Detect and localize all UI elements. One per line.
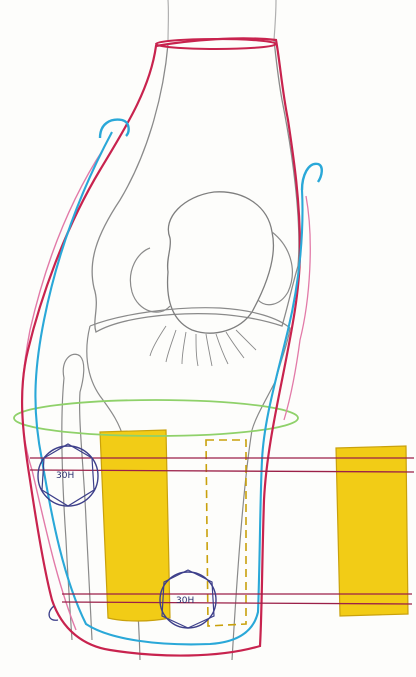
patella-outline (168, 192, 274, 333)
cyan-hook-right (302, 164, 322, 190)
condyle-right-outline (258, 232, 292, 305)
tibia-shaft-right-line (232, 430, 252, 660)
dashed-insert (206, 440, 246, 626)
femur-shaft-right-line (274, 0, 276, 40)
fastener-upper-left: 30H (38, 444, 98, 506)
femur-outline (92, 40, 299, 332)
tibia-plateau-outline (90, 308, 290, 430)
fastener-label-upper: 30H (56, 471, 74, 481)
tibia-left-outline (87, 326, 124, 440)
fastener-label-lower: 30H (176, 596, 194, 606)
condyle-left-outline (130, 248, 170, 312)
joint-fringe (150, 326, 256, 366)
tissue-line-right (284, 196, 310, 420)
fibula-outline (62, 354, 92, 640)
